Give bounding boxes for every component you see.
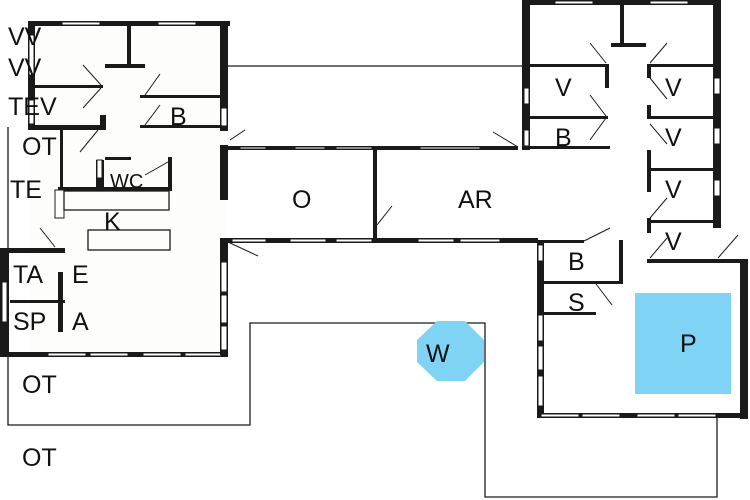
pool — [635, 293, 731, 394]
label-s: S — [568, 289, 585, 317]
label-p: P — [680, 330, 697, 358]
label-wc: WC — [110, 171, 143, 193]
label-w: W — [426, 340, 450, 368]
label-ta: TA — [13, 261, 43, 289]
label-v: V — [665, 176, 682, 204]
label-ot: OT — [22, 444, 57, 472]
label-vv: VV — [8, 23, 42, 51]
whirlpool — [417, 321, 484, 381]
label-te: TE — [10, 176, 42, 204]
label-ar: AR — [458, 186, 493, 214]
walls-left — [0, 21, 259, 357]
label-v: V — [555, 74, 572, 102]
label-a: A — [72, 308, 89, 336]
label-ot: OT — [22, 133, 57, 161]
label-b: B — [555, 124, 572, 152]
walls-right — [522, 0, 748, 419]
label-sp: SP — [13, 308, 46, 336]
label-e: E — [72, 261, 89, 289]
label-b: B — [170, 103, 187, 131]
label-o: O — [292, 186, 311, 214]
label-tev: TEV — [8, 93, 57, 121]
label-v: V — [665, 74, 682, 102]
label-v: V — [665, 228, 682, 256]
terrace-outline — [7, 127, 718, 498]
label-v: V — [665, 124, 682, 152]
walls-middle — [228, 131, 538, 243]
label-vv: VV — [8, 54, 42, 82]
label-ot: OT — [22, 371, 57, 399]
label-k: K — [104, 208, 121, 236]
room-labels: VV VV TEV OT TE WC K B O AR TA E SP A OT… — [8, 23, 697, 472]
label-b: B — [568, 248, 585, 276]
